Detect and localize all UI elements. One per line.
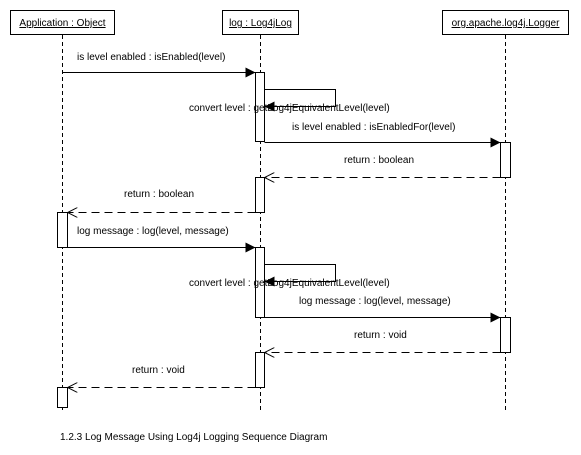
lifeline-title-application: Application : Object xyxy=(19,18,105,29)
message-is-level-enabled: is level enabled : isEnabled(level) xyxy=(62,52,256,78)
activation-log-4 xyxy=(255,352,265,388)
message-label: return : void xyxy=(132,365,185,376)
diagram-caption: 1.2.3 Log Message Using Log4j Logging Se… xyxy=(60,432,328,443)
lifeline-head-application xyxy=(10,10,115,35)
message-log-message-1: log message : log(level, message) xyxy=(67,226,256,253)
message-return-boolean-2: return : boolean xyxy=(67,189,256,213)
message-log-message-2: log message : log(level, message) xyxy=(264,296,501,323)
message-arrow xyxy=(264,89,336,112)
message-is-enabled-for: is level enabled : isEnabledFor(level) xyxy=(264,122,501,148)
message-label: log message : log(level, message) xyxy=(77,226,229,237)
activation-logger-2 xyxy=(500,317,511,353)
message-label: log message : log(level, message) xyxy=(299,296,451,307)
activation-log-2 xyxy=(255,177,265,213)
message-convert-level-1: convert level : getLog4jEquivalentLevel(… xyxy=(189,89,390,114)
message-return-void-2: return : void xyxy=(67,365,256,388)
message-label: convert level : getLog4jEquivalentLevel(… xyxy=(189,278,390,289)
message-label: return : void xyxy=(354,330,407,341)
lifeline-application: Application : Object xyxy=(10,10,115,410)
lifeline-head-log xyxy=(222,10,299,35)
lifeline-log: log : Log4jLog xyxy=(222,10,299,410)
message-return-void-1: return : void xyxy=(264,330,501,353)
lifeline-logger: org.apache.log4j.Logger xyxy=(442,10,569,410)
activation-logger-1 xyxy=(500,142,511,178)
lifeline-title-logger: org.apache.log4j.Logger xyxy=(452,18,561,29)
message-arrow xyxy=(264,264,336,287)
message-convert-level-2: convert level : getLog4jEquivalentLevel(… xyxy=(189,264,390,289)
message-label: return : boolean xyxy=(124,189,194,200)
message-return-boolean-1: return : boolean xyxy=(264,155,501,178)
lifeline-title-log: log : Log4jLog xyxy=(229,18,292,29)
message-label: convert level : getLog4jEquivalentLevel(… xyxy=(189,103,390,114)
activation-app-1 xyxy=(57,212,68,248)
activation-app-2 xyxy=(57,387,68,408)
lifeline-head-logger xyxy=(442,10,569,35)
message-label: is level enabled : isEnabled(level) xyxy=(77,52,225,63)
message-label: return : boolean xyxy=(344,155,414,166)
message-label: is level enabled : isEnabledFor(level) xyxy=(292,122,455,133)
